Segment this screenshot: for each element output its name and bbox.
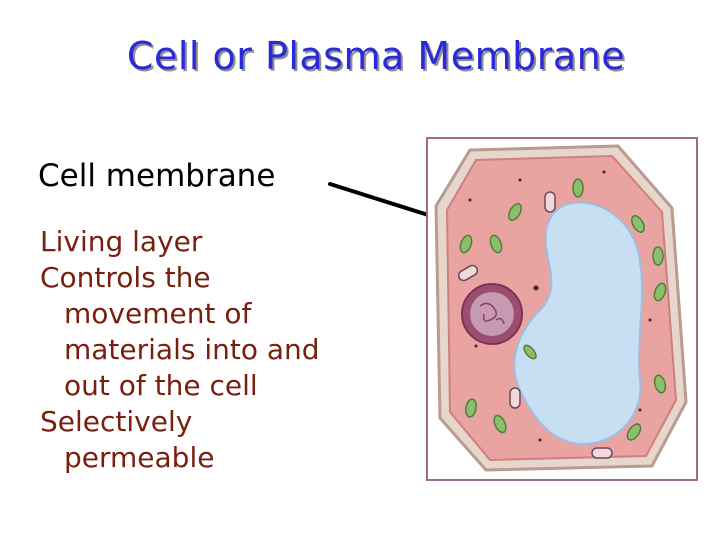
pointer-line bbox=[328, 182, 446, 222]
note-line: out of the cell bbox=[64, 369, 258, 402]
note-line: permeable bbox=[64, 441, 215, 474]
membrane-notes: Living layer Controls the movement of ma… bbox=[40, 224, 320, 476]
cell-membrane-label: Cell membrane bbox=[38, 158, 276, 194]
note-line: Controls the bbox=[40, 261, 211, 294]
note-line: movement of bbox=[64, 297, 252, 330]
note-line: materials into and bbox=[64, 333, 320, 366]
cytoplasm-granules bbox=[468, 170, 652, 442]
mitochondria bbox=[457, 191, 613, 459]
note-line: Selectively bbox=[40, 405, 193, 438]
note-line: Living layer bbox=[40, 225, 203, 258]
vacuole bbox=[513, 201, 643, 446]
chloroplasts bbox=[459, 178, 667, 441]
nucleus-inner bbox=[470, 292, 514, 336]
slide-title: Cell or Plasma Membrane bbox=[126, 34, 626, 78]
